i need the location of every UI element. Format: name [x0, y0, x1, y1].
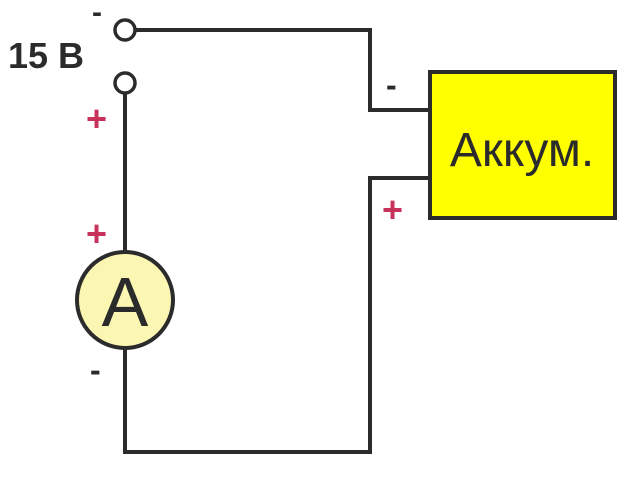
accumulator-minus-sign: - [386, 67, 397, 103]
ammeter-plus-sign: + [86, 213, 107, 254]
accumulator-plus-sign: + [382, 189, 403, 230]
source-plus-sign: + [86, 98, 107, 139]
ammeter-symbol: A [102, 263, 149, 341]
ammeter[interactable] [75, 250, 175, 350]
ammeter-minus-sign: - [90, 352, 101, 388]
accumulator-box[interactable] [428, 70, 617, 220]
source-minus-terminal[interactable] [113, 18, 137, 42]
source-plus-terminal[interactable] [113, 71, 137, 95]
source-minus-sign: - [92, 0, 102, 29]
wire-source-minus-to-accumulator-minus [133, 28, 432, 112]
source-voltage-label: 15 В [8, 35, 84, 76]
wire-ammeter-to-accumulator-plus [123, 176, 432, 454]
accumulator-label: Аккум. [450, 124, 594, 177]
